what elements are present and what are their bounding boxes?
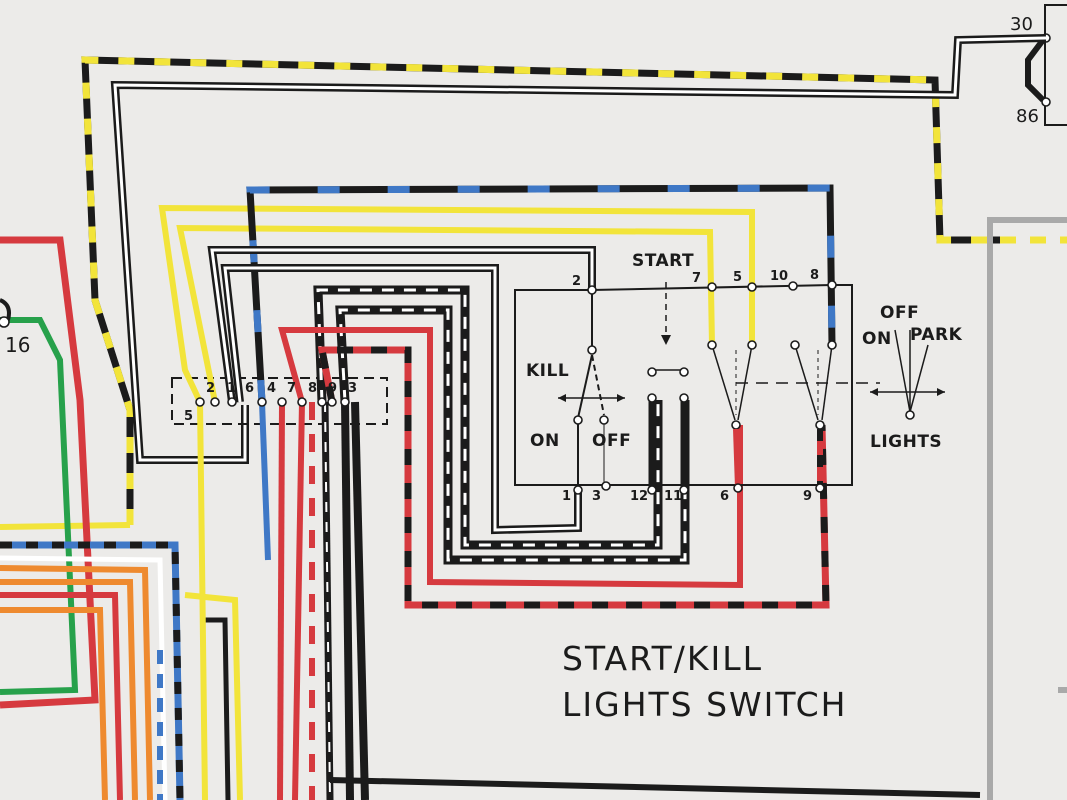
- kill-switch: [558, 292, 625, 488]
- terminal-7: 7: [692, 271, 701, 286]
- connector-pin-1: 1: [227, 381, 236, 396]
- terminal-10: 10: [770, 269, 788, 284]
- connector-pin-5: 5: [184, 409, 193, 424]
- left-pin-16: 16: [5, 333, 30, 357]
- label-start: START: [632, 251, 694, 271]
- switch-labels: KILL ON OFF START OFF ON PARK LIGHTS: [526, 251, 963, 452]
- terminal-2: 2: [572, 274, 581, 289]
- wire-red-black: [317, 346, 830, 609]
- connector-pin-7: 7: [287, 381, 296, 396]
- diagram-title: START/KILL LIGHTS SWITCH: [562, 639, 848, 724]
- label-kill: KILL: [526, 361, 569, 381]
- wire-black-white-from-relay: [110, 34, 1047, 464]
- terminal-6: 6: [720, 489, 729, 504]
- connector-pin-4: 4: [267, 381, 276, 396]
- label-lights-off: OFF: [880, 303, 919, 323]
- connector-pin-9: 9: [328, 381, 337, 396]
- wire-black-white-dashed: [313, 285, 690, 565]
- connector-pin-3: 3: [348, 381, 357, 396]
- title-line-2: LIGHTS SWITCH: [562, 685, 848, 724]
- wire-gray-right: [987, 217, 1067, 800]
- switch-terminals: 2 7 5 10 8 1 3 12 11 6 9: [562, 268, 837, 504]
- connector-pin-8: 8: [308, 381, 317, 396]
- terminal-12: 12: [630, 489, 648, 504]
- label-lights: LIGHTS: [870, 432, 942, 452]
- wire-black-blue: [246, 184, 836, 561]
- label-on: ON: [530, 431, 560, 451]
- lights-switch: [707, 329, 945, 489]
- terminal-5: 5: [733, 270, 742, 285]
- connector-pin-2: 2: [206, 381, 215, 396]
- terminal-8: 8: [810, 268, 819, 283]
- relay-pin-86: 86: [1016, 106, 1039, 127]
- title-line-1: START/KILL: [562, 639, 763, 678]
- relay: 30 86: [1010, 4, 1067, 127]
- wire-black-down: [321, 401, 981, 800]
- connector-pin-6: 6: [245, 381, 254, 396]
- label-lights-park: PARK: [910, 325, 963, 345]
- wire-red: [277, 327, 743, 800]
- relay-pin-30: 30: [1010, 14, 1033, 35]
- label-lights-on: ON: [862, 329, 892, 349]
- terminal-11: 11: [664, 489, 682, 504]
- start-switch: [647, 282, 689, 492]
- terminal-9: 9: [803, 489, 812, 504]
- terminal-3: 3: [592, 489, 601, 504]
- label-off: OFF: [592, 431, 631, 451]
- wire-black-white-to-terminal-2: [207, 246, 596, 535]
- terminal-1: 1: [562, 489, 571, 504]
- connector-pins: 5 2 1 6 4 7 8 9 3: [184, 381, 357, 424]
